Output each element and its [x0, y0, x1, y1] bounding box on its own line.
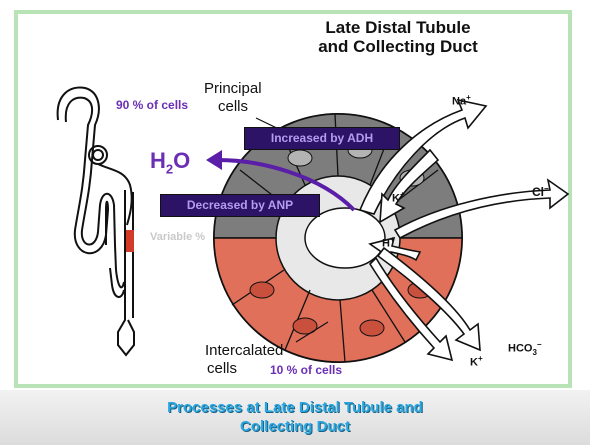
- cl-ion-label: Cl−: [532, 184, 549, 199]
- h-charge: +: [390, 235, 395, 244]
- principal-cells-label: Principal cells: [200, 80, 262, 116]
- k-bottom-ion-label: K+: [470, 354, 483, 369]
- intercalated-label-line-1: Intercalated: [205, 342, 283, 360]
- slide-caption: Processes at Late Distal Tubule and Coll…: [95, 398, 495, 436]
- k-bottom-charge: +: [478, 354, 483, 363]
- hco3-charge: −: [537, 340, 542, 349]
- h-ion-label: H+: [382, 235, 395, 250]
- water-label: H2O: [150, 148, 190, 176]
- h-text: H: [382, 238, 390, 250]
- anp-box: Decreased by ANP: [160, 194, 320, 217]
- cl-text: Cl: [532, 185, 544, 199]
- na-text: Na: [452, 96, 466, 108]
- water-h: H: [150, 148, 166, 173]
- principal-label-line-2: cells: [200, 98, 262, 116]
- caption-line-2: Collecting Duct: [95, 417, 495, 436]
- na-ion-label: Na+: [452, 93, 471, 108]
- diagram-title: Late Distal Tubule and Collecting Duct: [268, 18, 528, 56]
- k-top-ion-label: K+: [392, 190, 405, 205]
- title-line-1: Late Distal Tubule: [268, 18, 528, 37]
- nephron-icon: [58, 87, 134, 355]
- adh-box: Increased by ADH: [244, 127, 400, 150]
- nephron-highlight: [126, 230, 134, 252]
- k-top-text: K: [392, 193, 400, 205]
- caption-line-1: Processes at Late Distal Tubule and: [95, 398, 495, 417]
- k-top-charge: +: [400, 190, 405, 199]
- cl-charge: −: [544, 184, 549, 193]
- principal-label-line-1: Principal: [200, 80, 262, 98]
- variable-percent-label: Variable %: [150, 231, 205, 243]
- hco3-ion-label: HCO3−: [508, 340, 542, 357]
- intercalated-percent-label: 10 % of cells: [270, 363, 342, 377]
- hco3-subscript: 3: [532, 348, 536, 357]
- na-charge: +: [466, 93, 471, 102]
- hco3-text: HCO: [508, 343, 532, 355]
- water-o: O: [173, 148, 190, 173]
- k-bottom-text: K: [470, 357, 478, 369]
- title-line-2: and Collecting Duct: [268, 37, 528, 56]
- principal-percent-label: 90 % of cells: [116, 98, 188, 112]
